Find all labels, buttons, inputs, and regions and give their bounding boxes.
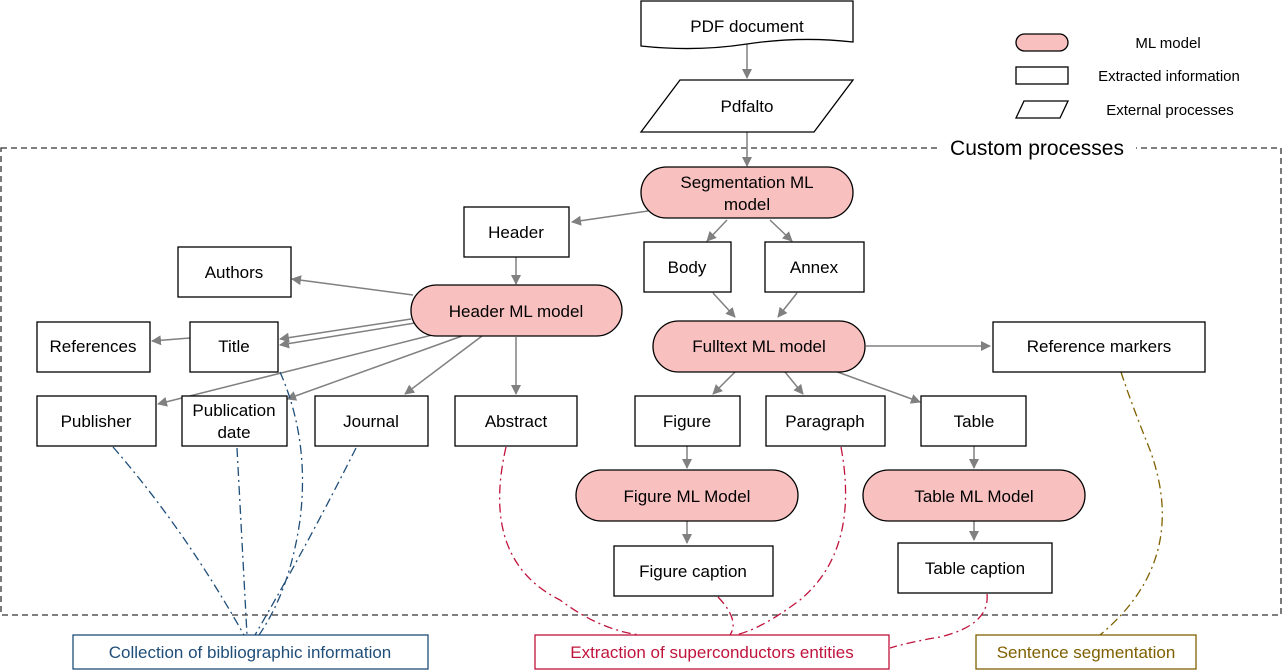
figure-model-node: Figure ML Model	[575, 469, 799, 522]
abstract-label: Abstract	[485, 412, 548, 431]
custom-processes-label: Custom processes	[950, 137, 1124, 160]
table-model-node: Table ML Model	[862, 469, 1086, 522]
abstract-node: Abstract	[454, 395, 578, 447]
table-node: Table	[920, 395, 1027, 447]
figure-label: Figure	[663, 412, 711, 431]
table-label: Table	[954, 412, 995, 431]
header-node: Header	[463, 206, 570, 258]
publication-date-label-2: date	[217, 423, 250, 442]
publisher-label: Publisher	[61, 412, 132, 431]
connector-arrows	[151, 42, 991, 544]
figure-caption-label: Figure caption	[639, 562, 747, 581]
sentence-links	[1099, 371, 1163, 636]
journal-label: Journal	[343, 412, 399, 431]
publication-date-node: Publication date	[181, 395, 288, 447]
pdf-document-node: PDF document	[640, 0, 854, 50]
reference-markers-node: Reference markers	[992, 321, 1206, 373]
annex-label: Annex	[790, 258, 839, 277]
authors-node: Authors	[177, 246, 292, 298]
paragraph-node: Paragraph	[765, 395, 886, 447]
pdfalto-node: Pdfalto	[639, 79, 855, 133]
legend-external-label: External processes	[1106, 102, 1234, 119]
legend-extracted-swatch	[1015, 66, 1069, 85]
header-model-node: Header ML model	[410, 284, 623, 337]
superconductors-group-label: Extraction of superconductors entities	[570, 643, 853, 662]
legend-ml-label: ML model	[1135, 35, 1200, 52]
bibliographic-group: Collection of bibliographic information	[72, 634, 429, 670]
title-label: Title	[218, 337, 250, 356]
segmentation-model-node: Segmentation ML model	[640, 166, 854, 219]
publication-date-label-1: Publication	[192, 401, 275, 420]
annex-node: Annex	[764, 241, 865, 293]
figure-model-label: Figure ML Model	[624, 487, 751, 506]
table-caption-label: Table caption	[925, 559, 1025, 578]
authors-label: Authors	[205, 263, 264, 282]
legend-extracted-label: Extracted information	[1098, 68, 1240, 85]
figure-caption-node: Figure caption	[613, 545, 774, 597]
reference-markers-label: Reference markers	[1027, 337, 1172, 356]
table-caption-node: Table caption	[897, 542, 1053, 594]
segmentation-model-label-1: Segmentation ML	[680, 173, 813, 192]
figure-node: Figure	[634, 395, 741, 447]
pdfalto-label: Pdfalto	[721, 97, 774, 116]
superconductors-links	[499, 446, 988, 649]
journal-node: Journal	[314, 395, 429, 447]
custom-processes-region	[0, 147, 1282, 616]
body-label: Body	[668, 258, 707, 277]
pdf-document-label: PDF document	[690, 17, 804, 36]
fulltext-model-node: Fulltext ML model	[652, 320, 866, 373]
bibliographic-links	[112, 371, 357, 636]
bibliographic-group-label: Collection of bibliographic information	[109, 643, 392, 662]
sentence-group-label: Sentence segmentation	[997, 643, 1176, 662]
body-node: Body	[643, 241, 732, 293]
references-label: References	[50, 337, 137, 356]
paragraph-label: Paragraph	[785, 412, 864, 431]
segmentation-model-label-2: model	[724, 195, 770, 214]
header-label: Header	[488, 223, 544, 242]
fulltext-model-label: Fulltext ML model	[692, 337, 826, 356]
superconductors-group: Extraction of superconductors entities	[534, 634, 890, 670]
legend-ml-swatch	[1015, 33, 1069, 52]
title-node: Title	[189, 321, 279, 373]
legend: ML model Extracted information External …	[1014, 33, 1240, 119]
table-model-label: Table ML Model	[914, 487, 1033, 506]
references-node: References	[36, 321, 151, 373]
publisher-node: Publisher	[36, 395, 157, 447]
header-model-label: Header ML model	[449, 302, 584, 321]
legend-external-swatch	[1014, 100, 1070, 119]
sentence-group: Sentence segmentation	[975, 634, 1197, 670]
